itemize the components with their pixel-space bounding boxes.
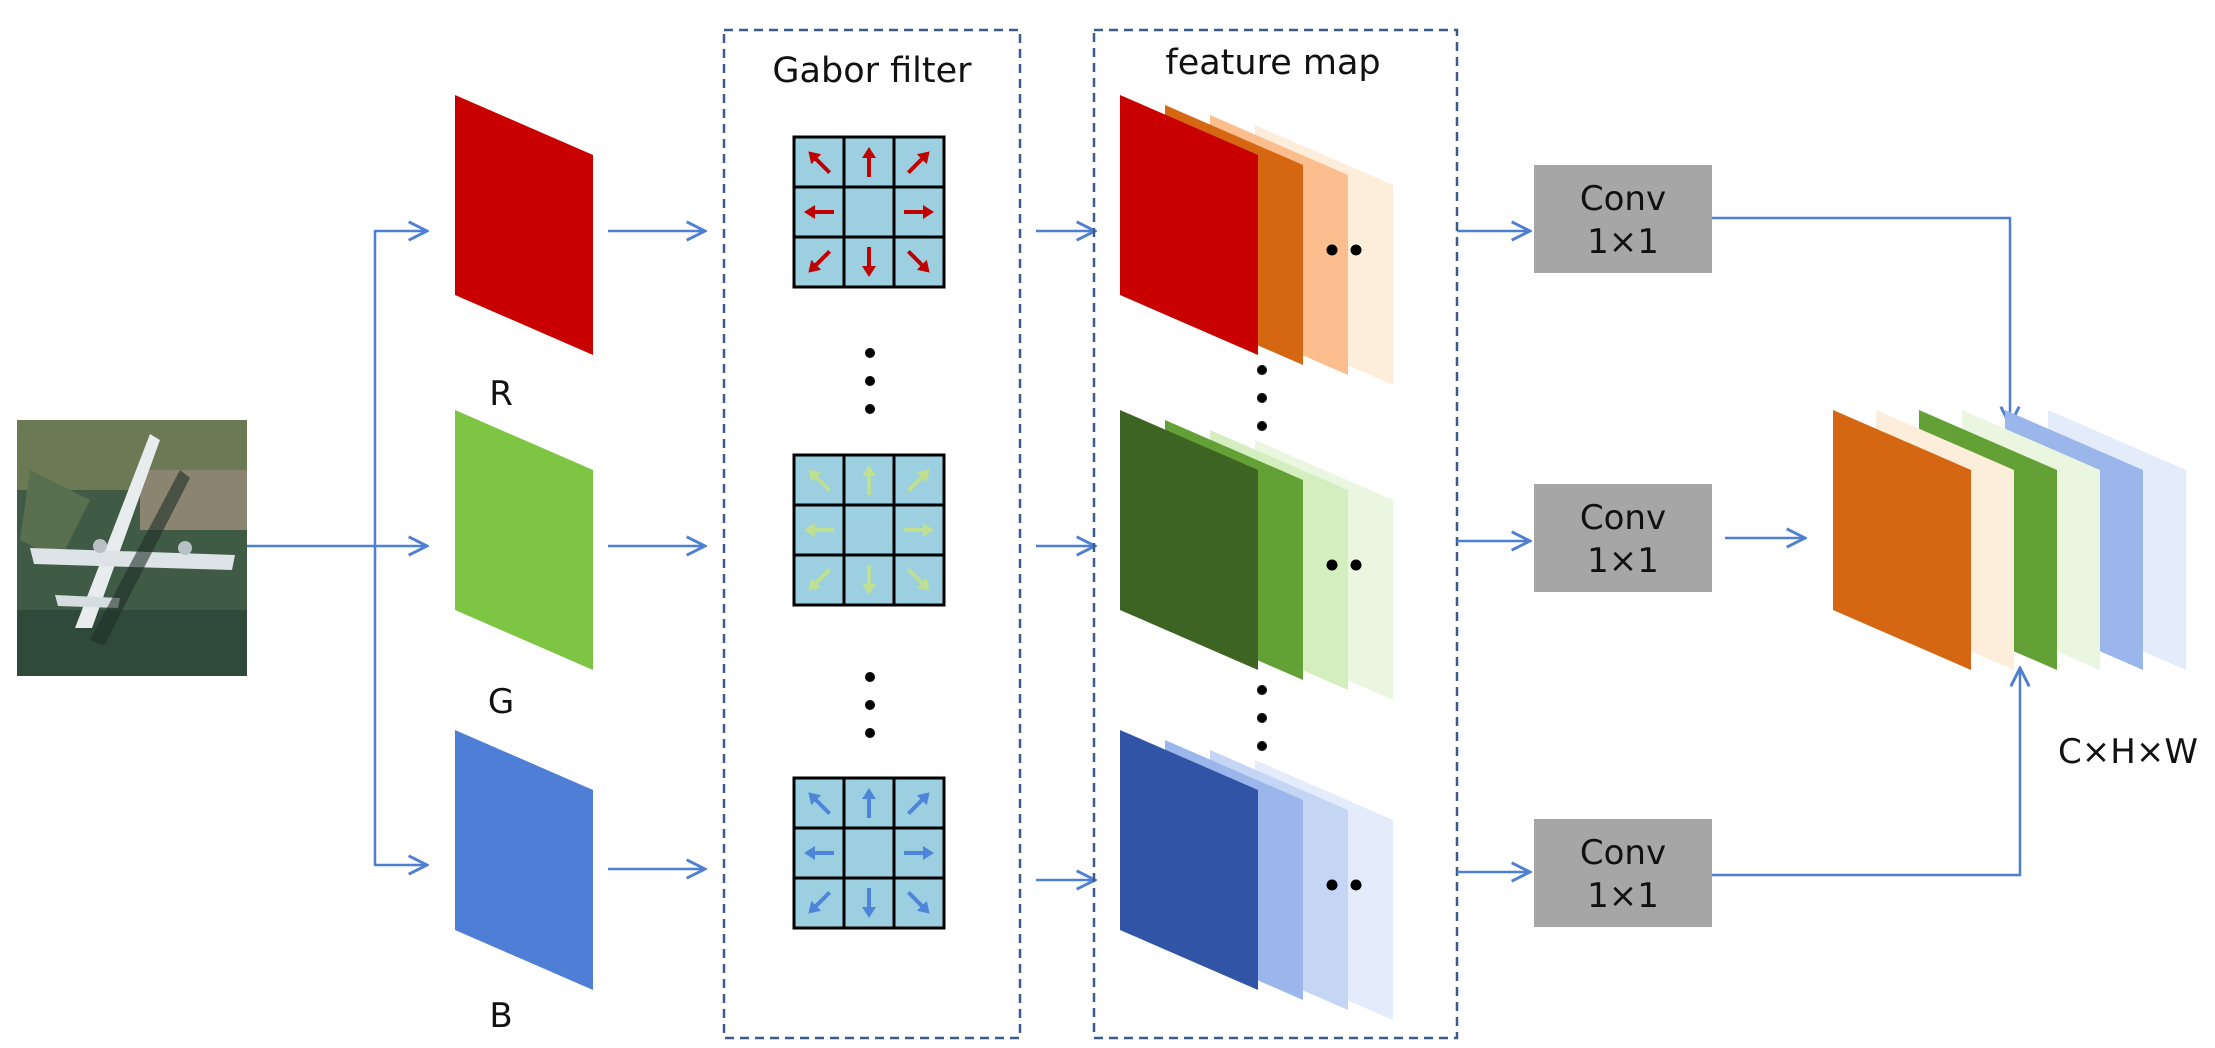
channel-label-r: R: [489, 374, 513, 414]
feature-ellipsis-1: [1257, 365, 1267, 431]
direction-arrowhead-icon: [808, 259, 822, 273]
channel-label-b: B: [489, 996, 512, 1036]
feature-map-title: feature map: [1165, 43, 1380, 83]
conv-label: Conv: [1580, 179, 1666, 219]
direction-arrowhead-icon: [808, 469, 822, 483]
feature-ellipsis-2: [1257, 685, 1267, 751]
direction-arrowhead-icon: [862, 788, 876, 799]
direction-arrowhead-icon: [808, 577, 822, 591]
direction-arrowhead-icon: [916, 469, 930, 483]
conv-box: [1534, 819, 1712, 927]
feature-map-layer: [1120, 95, 1258, 355]
feature-dot: [1326, 879, 1338, 891]
feature-dot: [1326, 559, 1338, 571]
direction-arrowhead-icon: [916, 900, 930, 914]
direction-arrowhead-icon: [916, 259, 930, 273]
channel-label-g: G: [488, 682, 514, 722]
feature-to-conv-arrows: [1457, 231, 1530, 872]
direction-arrowhead-icon: [808, 792, 822, 806]
feature-map-layer: [1120, 730, 1258, 990]
feature-map-panel: feature map: [1092, 28, 1459, 1040]
gabor-filter-panel: Gabor filter: [722, 28, 1022, 1040]
gabor-ellipsis-2: [865, 672, 875, 738]
gabor-cell: [842, 185, 896, 239]
channel-planes: [455, 95, 593, 990]
input-image: [17, 420, 247, 676]
direction-arrowhead-icon: [804, 846, 815, 860]
direction-arrowhead-icon: [916, 577, 930, 591]
feature-stack-3: [1120, 730, 1393, 1020]
feature-map-layer: [1120, 410, 1258, 670]
direction-arrowhead-icon: [804, 205, 815, 219]
output-size-label: C×H×W: [2058, 732, 2198, 772]
feature-dot: [1350, 244, 1362, 256]
airplane-satellite-icon: [17, 420, 247, 676]
gabor-kernels: [792, 135, 946, 930]
direction-arrowhead-icon: [862, 907, 876, 918]
conv-label: Conv: [1580, 833, 1666, 873]
direction-arrowhead-icon: [923, 846, 934, 860]
feature-dot: [1350, 879, 1362, 891]
split-arrows: [247, 230, 427, 866]
conv-kernel-size: 1×1: [1587, 876, 1659, 916]
gabor-ellipsis-1: [865, 348, 875, 414]
feature-dot: [1326, 244, 1338, 256]
gabor-cell: [842, 826, 896, 880]
channel-labels: R G B: [488, 374, 514, 1036]
conv-label: Conv: [1580, 498, 1666, 538]
direction-arrowhead-icon: [804, 523, 815, 537]
gabor-cell: [842, 503, 896, 557]
feature-stack-2: [1120, 410, 1393, 700]
direction-arrowhead-icon: [916, 792, 930, 806]
gabor-kernel-2: [792, 453, 946, 607]
gabor-cell: [892, 553, 946, 607]
feature-map-stacks: [1120, 95, 1393, 1020]
direction-arrowhead-icon: [808, 900, 822, 914]
direction-arrowhead-icon: [862, 465, 876, 476]
channel-to-gabor-arrows: [608, 231, 705, 869]
gabor-filter-title: Gabor filter: [772, 51, 972, 91]
direction-arrowhead-icon: [862, 266, 876, 277]
conv-kernel-size: 1×1: [1587, 541, 1659, 581]
direction-arrowhead-icon: [923, 523, 934, 537]
channel-plane-r: [455, 95, 593, 355]
feature-stack-1: [1120, 95, 1393, 385]
conv-kernel-size: 1×1: [1587, 222, 1659, 262]
output-feature-stack: [1833, 410, 2186, 670]
channel-plane-g: [455, 410, 593, 670]
direction-arrowhead-icon: [862, 584, 876, 595]
direction-arrowhead-icon: [916, 151, 930, 165]
output-feature-layer: [1833, 410, 1971, 670]
direction-arrowhead-icon: [862, 147, 876, 158]
conv-box: [1534, 165, 1712, 273]
feature-dot: [1350, 559, 1362, 571]
gabor-cell: [892, 503, 946, 557]
conv-to-output-arrows: [1712, 216, 2020, 877]
conv-box: [1534, 484, 1712, 592]
direction-arrowhead-icon: [923, 205, 934, 219]
direction-arrowhead-icon: [808, 151, 822, 165]
gabor-to-feature-arrows: [1036, 231, 1095, 880]
gabor-kernel-1: [792, 135, 946, 289]
gabor-kernel-3: [792, 776, 946, 930]
channel-plane-b: [455, 730, 593, 990]
